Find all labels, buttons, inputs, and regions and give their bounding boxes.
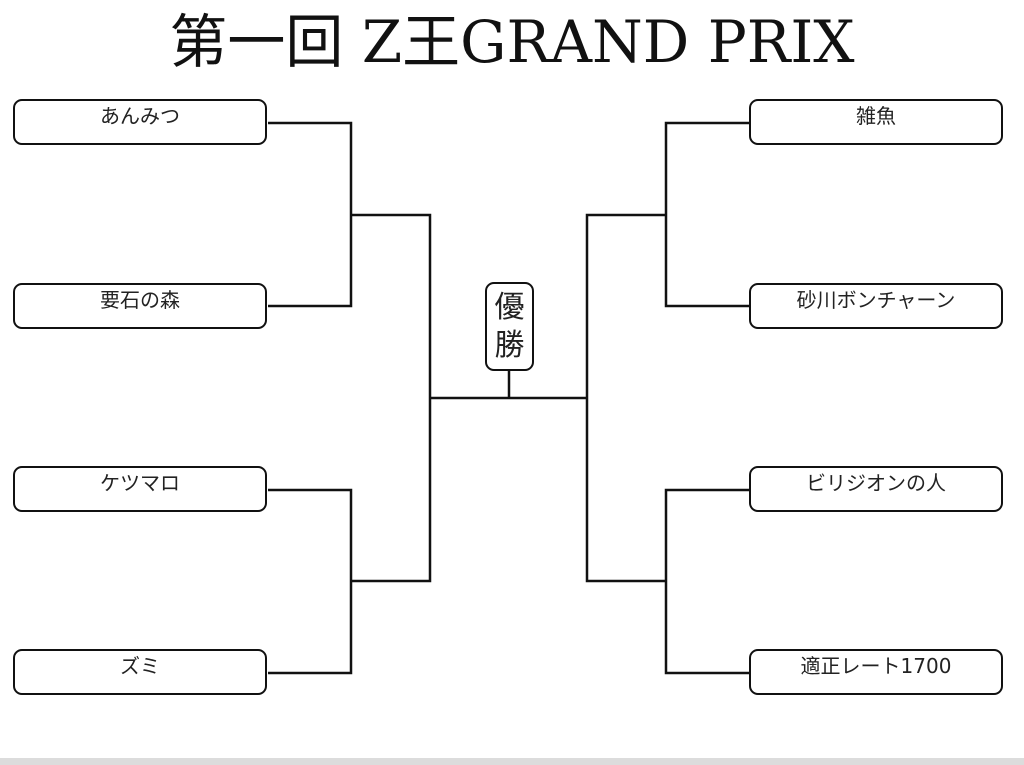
right-match-1-line (664, 121, 749, 308)
player-slot-left-4: ズミ (13, 649, 267, 695)
right-semi-line (585, 213, 666, 583)
left-match-1-line (268, 121, 353, 308)
player-slot-left-1: あんみつ (13, 99, 267, 145)
player-slot-right-4: 適正レート1700 (749, 649, 1003, 695)
player-slot-left-3: ケツマロ (13, 466, 267, 512)
player-slot-right-3: ビリジオンの人 (749, 466, 1003, 512)
bottom-edge (0, 758, 1024, 765)
left-semi-line (351, 213, 432, 583)
player-slot-right-2: 砂川ボンチャーン (749, 283, 1003, 329)
player-slot-left-2: 要石の森 (13, 283, 267, 329)
champion-label-2: 勝 (494, 328, 525, 363)
champion-box: 優 勝 (485, 282, 534, 371)
player-slot-right-1: 雑魚 (749, 99, 1003, 145)
left-match-2-line (268, 488, 353, 675)
right-match-2-line (664, 488, 749, 675)
page-title: 第一回 Z王GRAND PRIX (169, 8, 855, 76)
champion-label-1: 優 (494, 290, 525, 325)
